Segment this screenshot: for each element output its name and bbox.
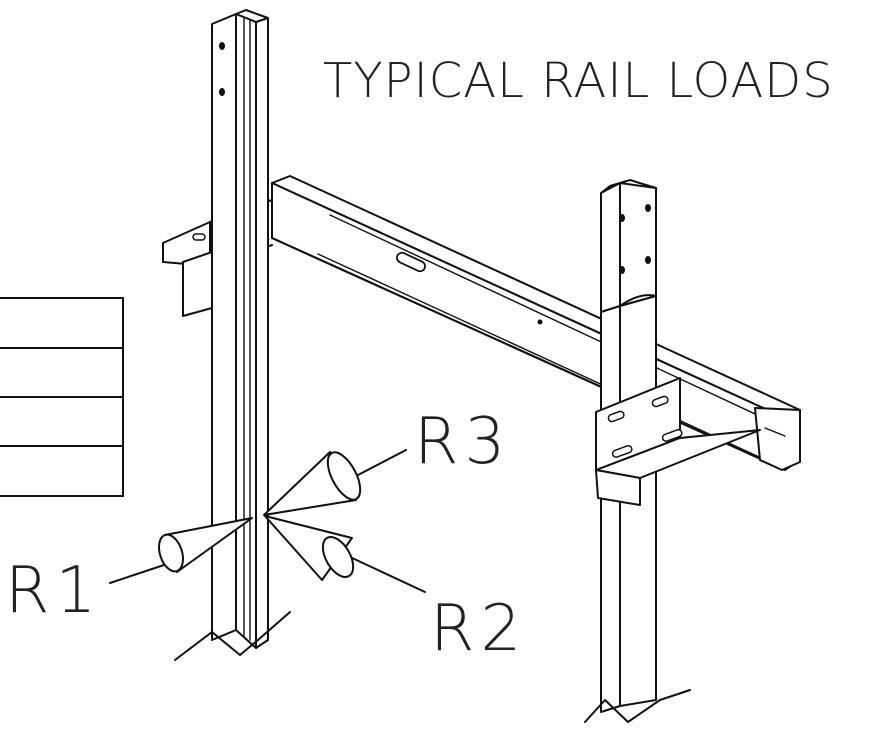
right-post <box>584 179 761 723</box>
load-arrow-r1 <box>109 517 253 584</box>
load-arrow-r3 <box>263 449 407 516</box>
load-arrow-r2 <box>264 515 426 593</box>
horizontal-rail <box>271 175 801 471</box>
left-post <box>174 9 291 661</box>
label-r1: R1 <box>5 554 102 628</box>
reaction-table <box>0 297 124 497</box>
label-r3: R3 <box>414 405 511 479</box>
label-r2: R2 <box>430 592 527 666</box>
diagram-title: TYPICAL RAIL LOADS <box>323 53 834 109</box>
